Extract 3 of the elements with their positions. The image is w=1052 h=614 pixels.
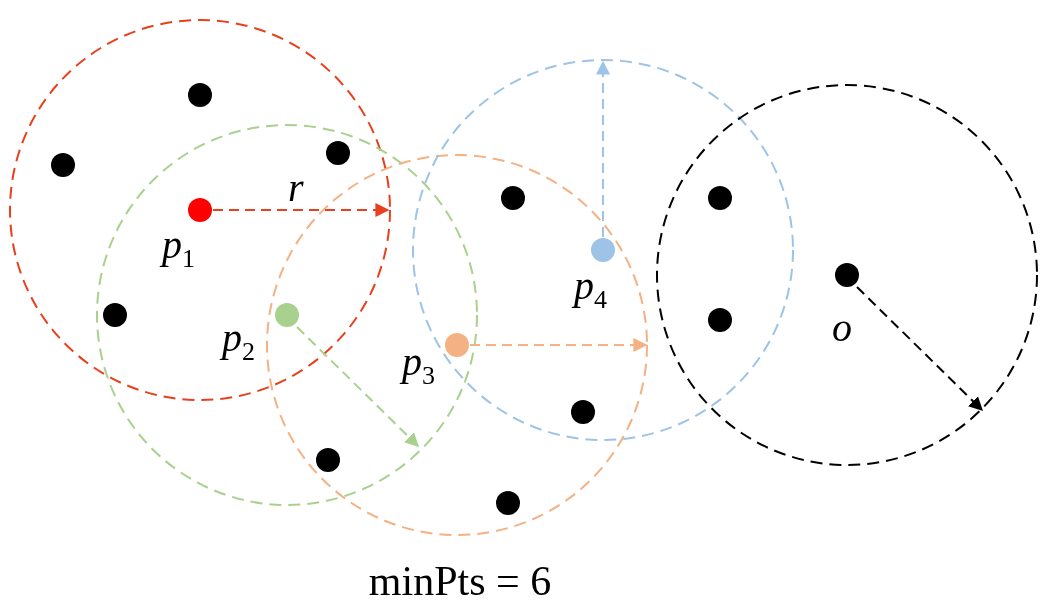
caption: minPts = 6: [368, 560, 552, 602]
point-label: o: [832, 308, 852, 348]
radius-label: r: [288, 168, 304, 208]
